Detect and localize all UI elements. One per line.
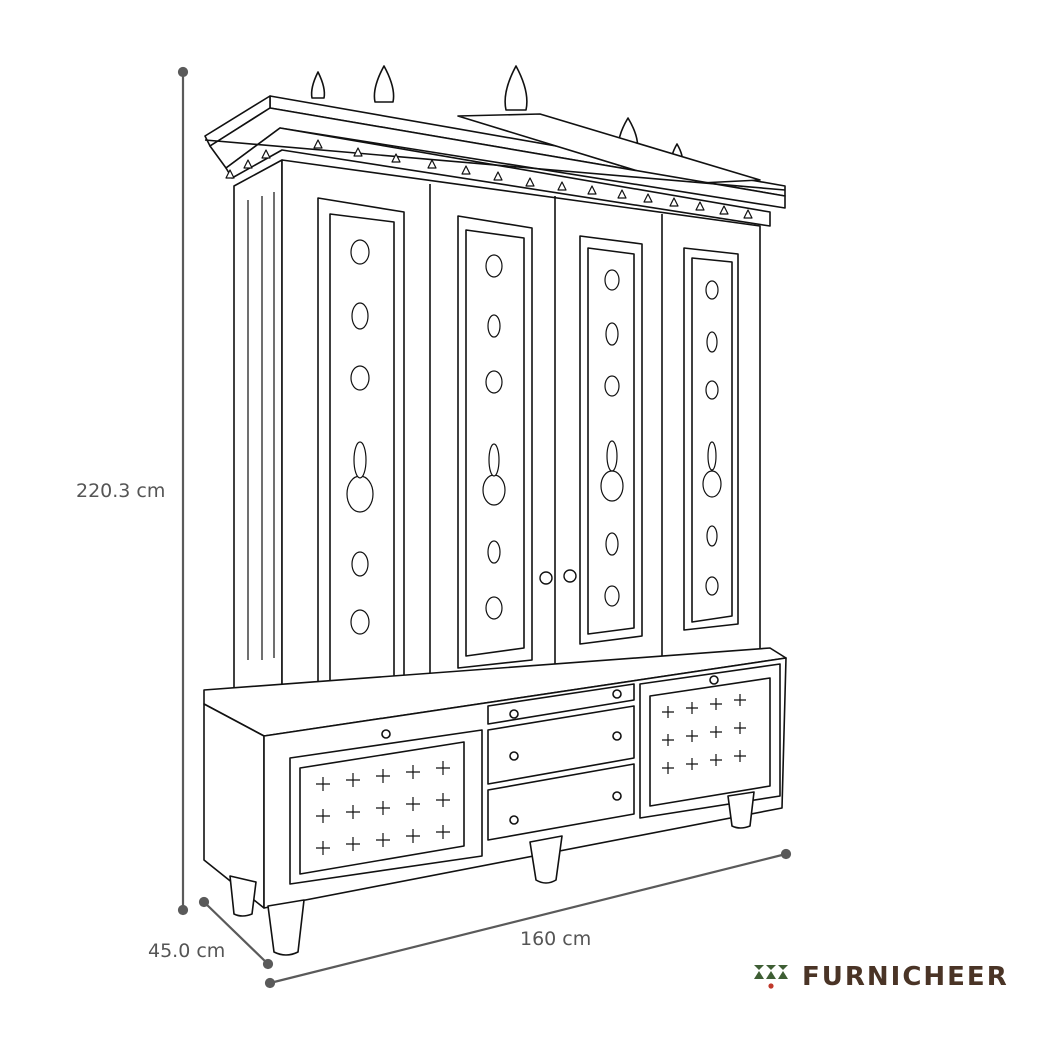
width-label: 160 cm (520, 928, 592, 950)
depth-label: 45.0 cm (148, 940, 226, 962)
tree-triangles-logo-icon (754, 965, 788, 989)
height-dimension-line (177, 66, 189, 916)
width-dimension-line (264, 848, 792, 989)
lower-jali-pattern (316, 694, 746, 855)
height-label: 220.3 cm (76, 480, 166, 502)
upper-side-panel (233, 159, 283, 691)
brand-logo: FURNICHEER (754, 962, 1009, 992)
legs (229, 791, 755, 956)
door-motifs (346, 239, 722, 635)
side-jali-pattern (247, 192, 275, 660)
door-ring-handles (539, 569, 577, 585)
brand-name: FURNICHEER (802, 962, 1009, 992)
cornice-bells (225, 139, 753, 219)
depth-dimension-line (198, 896, 274, 970)
lower-base (203, 647, 787, 909)
cabinet (203, 65, 787, 956)
